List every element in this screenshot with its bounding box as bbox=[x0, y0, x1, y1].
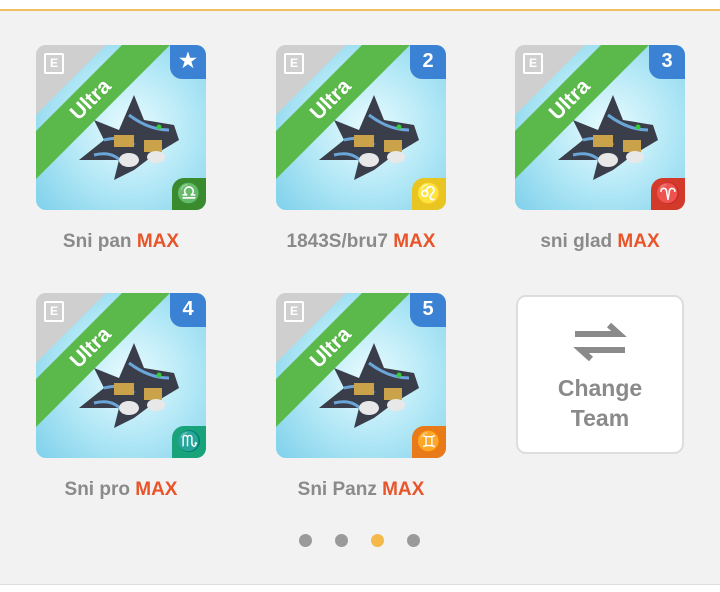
monster-name: sni glad MAX bbox=[480, 231, 720, 253]
calendar-icon: E bbox=[44, 301, 64, 322]
team-slot-badge: 4 bbox=[170, 293, 206, 327]
level-label: MAX bbox=[617, 231, 660, 252]
monster-image bbox=[319, 95, 419, 180]
monster-name-text: Sni Panz bbox=[297, 479, 377, 500]
calendar-icon: E bbox=[523, 53, 543, 74]
monster-image bbox=[558, 95, 658, 180]
level-label: MAX bbox=[382, 479, 425, 500]
monster-card[interactable]: Ultra E 3 ♈ bbox=[515, 45, 685, 210]
bottom-divider bbox=[0, 584, 720, 592]
calendar-icon: E bbox=[284, 301, 304, 322]
monster-name-text: 1843S/bru7 bbox=[286, 231, 388, 252]
team-slot-badge: 5 bbox=[410, 293, 446, 327]
level-label: MAX bbox=[135, 479, 178, 500]
monster-name: Sni pan MAX bbox=[1, 231, 241, 253]
monster-card[interactable]: Ultra E 5 ♊ bbox=[276, 293, 446, 458]
page-dot[interactable] bbox=[335, 534, 348, 547]
top-divider bbox=[0, 0, 720, 11]
calendar-icon: E bbox=[44, 53, 64, 74]
change-team-button[interactable]: Change Team bbox=[516, 295, 684, 454]
page-dot[interactable] bbox=[371, 534, 384, 547]
level-label: MAX bbox=[393, 231, 436, 252]
page-dot[interactable] bbox=[407, 534, 420, 547]
calendar-icon: E bbox=[284, 53, 304, 74]
change-team-label-2: Team bbox=[570, 405, 630, 431]
team-slot-badge: 3 bbox=[649, 45, 685, 79]
monster-name: Sni Panz MAX bbox=[241, 479, 481, 501]
gemini-zodiac-icon: ♊ bbox=[412, 426, 446, 458]
team-slot-badge: 2 bbox=[410, 45, 446, 79]
monster-name-text: Sni pro bbox=[64, 479, 130, 500]
change-team-label: Change bbox=[557, 375, 643, 401]
aries-zodiac-icon: ♈ bbox=[651, 178, 685, 210]
monster-card[interactable]: Ultra E 2 ♌ bbox=[276, 45, 446, 210]
monster-name-text: sni glad bbox=[540, 231, 613, 252]
monster-card[interactable]: Ultra E ★ ♎ bbox=[36, 45, 206, 210]
page-dot[interactable] bbox=[299, 534, 312, 547]
swap-arrows-icon bbox=[573, 322, 627, 362]
leo-zodiac-icon: ♌ bbox=[412, 178, 446, 210]
scorpio-zodiac-icon: ♏ bbox=[172, 426, 206, 458]
monster-image bbox=[319, 343, 419, 428]
monster-image bbox=[79, 343, 179, 428]
monster-name: 1843S/bru7 MAX bbox=[241, 231, 481, 253]
libra-zodiac-icon: ♎ bbox=[172, 178, 206, 210]
monster-image bbox=[79, 95, 179, 180]
monster-name: Sni pro MAX bbox=[1, 479, 241, 501]
monster-card[interactable]: Ultra E 4 ♏ bbox=[36, 293, 206, 458]
monster-name-text: Sni pan bbox=[62, 231, 132, 252]
star-icon: ★ bbox=[170, 45, 206, 79]
level-label: MAX bbox=[136, 231, 180, 252]
